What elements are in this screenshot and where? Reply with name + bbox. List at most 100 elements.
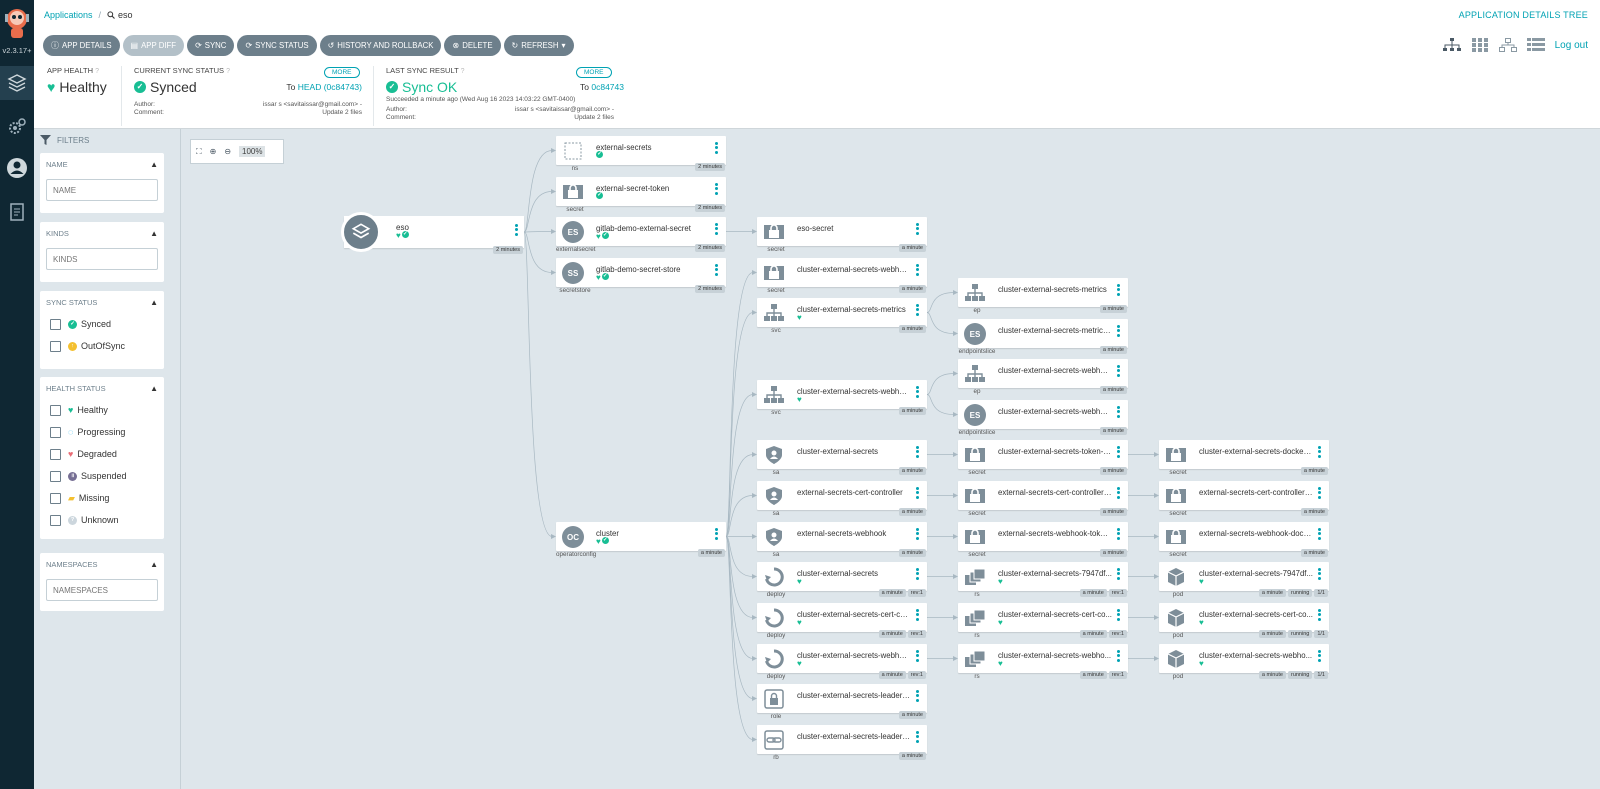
kinds-filter-input[interactable] xyxy=(46,248,158,270)
logout-link[interactable]: Log out xyxy=(1554,39,1588,51)
zoom-out-icon[interactable]: ⊖ xyxy=(224,147,232,156)
resource-node-secret[interactable]: external-secrets-cert-controller-dockerc… xyxy=(1159,481,1329,517)
help-icon[interactable]: ? xyxy=(95,68,99,75)
node-menu-button[interactable] xyxy=(916,528,919,541)
node-menu-button[interactable] xyxy=(715,142,718,155)
checkbox[interactable] xyxy=(50,470,61,482)
current-sync-revision-link[interactable]: HEAD (0c84743) xyxy=(297,82,362,92)
help-icon[interactable]: ? xyxy=(460,68,465,75)
last-sync-more-button[interactable]: MORE xyxy=(576,67,612,78)
filter-option-unknown[interactable]: ?Unknown xyxy=(40,509,164,531)
node-menu-button[interactable] xyxy=(916,264,919,277)
namespaces-filter-input[interactable] xyxy=(46,579,158,601)
nav-applications[interactable] xyxy=(0,66,34,100)
node-menu-button[interactable] xyxy=(1318,568,1321,581)
checkbox[interactable] xyxy=(50,514,61,526)
node-menu-button[interactable] xyxy=(916,487,919,500)
node-menu-button[interactable] xyxy=(515,224,518,236)
breadcrumb-applications-link[interactable]: Applications xyxy=(44,10,93,20)
filter-option-degraded[interactable]: ♥Degraded xyxy=(40,443,164,465)
filter-option-progressing[interactable]: ◌Progressing xyxy=(40,421,164,443)
collapse-icon[interactable]: ▲ xyxy=(150,297,158,307)
resource-node-rb[interactable]: cluster-external-secrets-leader-election… xyxy=(757,725,927,761)
sync-button[interactable]: ⟳SYNC xyxy=(187,35,235,56)
resource-tree-canvas[interactable] xyxy=(182,129,1600,789)
node-menu-button[interactable] xyxy=(1318,528,1321,541)
argo-logo[interactable] xyxy=(3,6,31,40)
checkbox[interactable] xyxy=(50,404,61,416)
node-menu-button[interactable] xyxy=(1117,487,1120,500)
checkbox[interactable] xyxy=(50,492,61,504)
history-rollback-button[interactable]: ↺HISTORY AND ROLLBACK xyxy=(319,35,442,56)
node-menu-button[interactable] xyxy=(1117,609,1120,622)
app-diff-button[interactable]: ▤APP DIFF xyxy=(122,35,185,56)
node-menu-button[interactable] xyxy=(1117,406,1120,419)
node-menu-button[interactable] xyxy=(916,731,919,744)
collapse-icon[interactable]: ▲ xyxy=(150,383,158,393)
node-menu-button[interactable] xyxy=(715,183,718,196)
node-menu-button[interactable] xyxy=(916,386,919,399)
nav-docs[interactable] xyxy=(5,200,29,224)
node-menu-button[interactable] xyxy=(1318,446,1321,459)
network-view-icon[interactable] xyxy=(1498,38,1517,52)
node-menu-button[interactable] xyxy=(715,264,718,277)
resource-node-endpointslice[interactable]: EScluster-external-secrets-webhook-xxxxx… xyxy=(958,400,1128,436)
current-sync-more-button[interactable]: MORE xyxy=(324,67,360,78)
resource-node-endpointslice[interactable]: EScluster-external-secrets-metrics-xxxxx… xyxy=(958,319,1128,355)
zoom-in-icon[interactable]: ⊕ xyxy=(209,147,217,156)
checkbox[interactable] xyxy=(50,426,61,438)
node-menu-button[interactable] xyxy=(1318,650,1321,663)
collapse-icon[interactable]: ▲ xyxy=(150,559,158,569)
node-menu-button[interactable] xyxy=(1318,609,1321,622)
node-menu-button[interactable] xyxy=(916,223,919,236)
node-menu-button[interactable] xyxy=(916,609,919,622)
nav-user-info[interactable] xyxy=(5,156,29,180)
resource-node-secret[interactable]: external-secrets-cert-controller-tokense… xyxy=(958,481,1128,517)
filter-option-suspended[interactable]: ॥Suspended xyxy=(40,465,164,487)
node-menu-button[interactable] xyxy=(1117,650,1120,663)
collapse-icon[interactable]: ▲ xyxy=(150,159,158,169)
node-menu-button[interactable] xyxy=(916,690,919,703)
node-menu-button[interactable] xyxy=(916,446,919,459)
node-menu-button[interactable] xyxy=(916,568,919,581)
tree-view-icon[interactable] xyxy=(1442,38,1461,52)
nav-settings[interactable] xyxy=(5,115,29,139)
node-menu-button[interactable] xyxy=(1117,446,1120,459)
filter-option-synced[interactable]: ✓Synced xyxy=(40,313,164,335)
node-menu-button[interactable] xyxy=(1117,365,1120,378)
node-menu-button[interactable] xyxy=(1117,325,1120,338)
node-menu-button[interactable] xyxy=(1318,487,1321,500)
collapse-icon[interactable]: ▲ xyxy=(150,228,158,238)
checkbox[interactable] xyxy=(50,318,61,330)
checkbox[interactable] xyxy=(50,340,61,352)
node-menu-button[interactable] xyxy=(1117,284,1120,297)
last-sync-revision-link[interactable]: 0c84743 xyxy=(591,82,624,92)
checkbox[interactable] xyxy=(50,448,61,460)
node-menu-button[interactable] xyxy=(715,528,718,541)
filter-option-outofsync[interactable]: ↑OutOfSync xyxy=(40,335,164,357)
pods-view-icon[interactable] xyxy=(1471,38,1489,52)
node-menu-button[interactable] xyxy=(916,304,919,317)
resource-node-secret[interactable]: external-secrets-webhook-token-xxxxxsecr… xyxy=(958,522,1128,558)
